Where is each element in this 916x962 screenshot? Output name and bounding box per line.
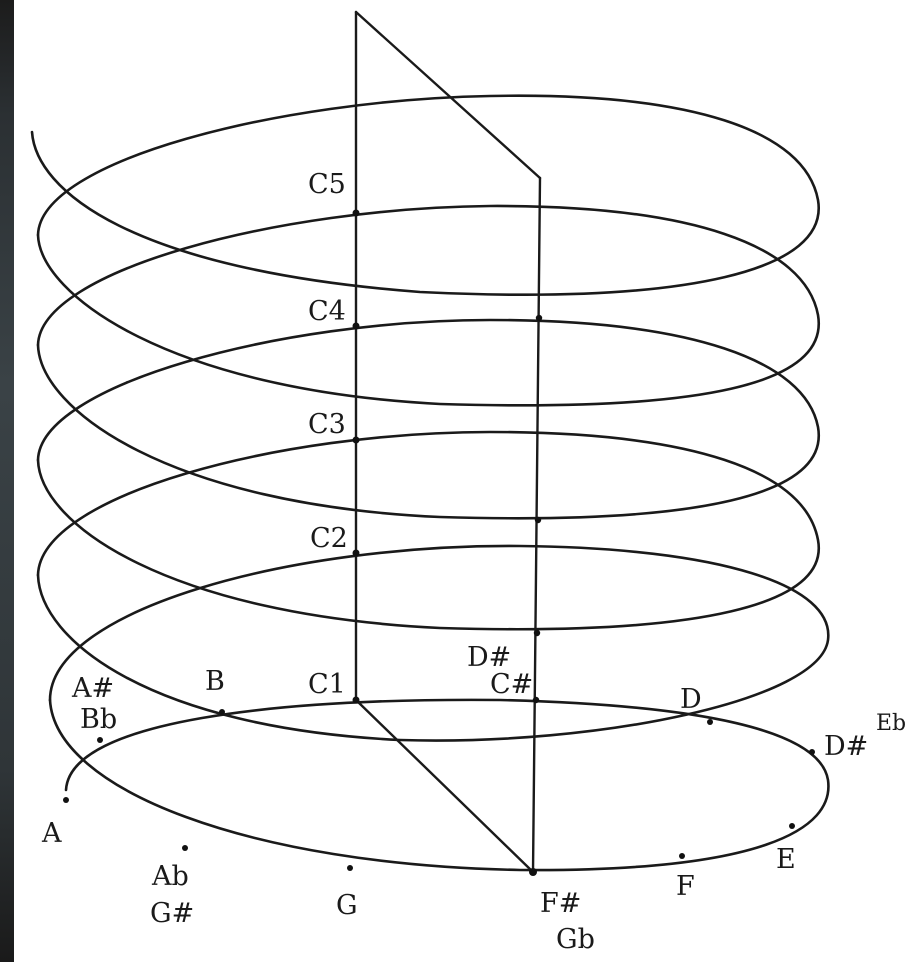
helix-coil-1: [36, 204, 821, 407]
plane-front-vertical: [531, 176, 542, 874]
label-c-sharp: C#: [490, 669, 533, 700]
dot-c3: [352, 436, 360, 444]
label-c5: C5: [308, 169, 346, 200]
label-d-sharp: D#: [824, 731, 868, 762]
dot-c2: [352, 549, 360, 557]
dot-c4: [352, 322, 360, 330]
dot-e: [789, 823, 795, 829]
label-a-flat: Ab: [151, 861, 189, 892]
dot-b-flat: [97, 737, 103, 743]
label-d-sharp-top: D#: [467, 642, 511, 673]
dot-f: [679, 853, 685, 859]
helix-coil-3: [36, 430, 821, 631]
plane-bottom-edge: [354, 698, 535, 874]
helix-coil-top-start: [30, 94, 821, 296]
dot-front-2: [534, 516, 542, 524]
label-b: B: [205, 666, 225, 697]
label-f: F: [676, 871, 695, 902]
label-c3: C3: [308, 409, 346, 440]
label-c2: C2: [310, 523, 348, 554]
label-g: G: [336, 890, 358, 921]
dot-c5: [352, 209, 360, 217]
label-e-flat: Eb: [876, 711, 906, 736]
dot-c1: [352, 696, 360, 704]
label-a-sharp: A#: [71, 673, 114, 704]
dot-front-1: [535, 314, 543, 322]
label-c1: C1: [308, 669, 346, 700]
helix-coil-4: [36, 544, 830, 742]
label-b-flat: Bb: [80, 704, 117, 735]
dot-a-flat: [182, 845, 188, 851]
label-e: E: [776, 844, 796, 875]
dot-f-sharp: [529, 868, 537, 876]
dot-d: [707, 719, 713, 725]
label-d: D: [680, 684, 702, 715]
label-f-sharp: F#: [540, 888, 581, 919]
label-a: A: [41, 818, 62, 849]
dot-front-3: [533, 629, 541, 637]
label-g-sharp: G#: [150, 898, 194, 929]
plane-top-edge: [354, 10, 542, 180]
label-c4: C4: [308, 296, 346, 327]
label-g-flat: Gb: [556, 924, 595, 955]
helix-coil-5: [48, 698, 830, 872]
dot-d-sharp: [809, 749, 815, 755]
dot-c-sharp: [532, 696, 540, 704]
left-dark-strip: [0, 0, 14, 962]
dot-a: [63, 797, 69, 803]
helix-coil-2: [36, 318, 821, 520]
dot-b: [219, 709, 225, 715]
dot-g: [347, 865, 353, 871]
